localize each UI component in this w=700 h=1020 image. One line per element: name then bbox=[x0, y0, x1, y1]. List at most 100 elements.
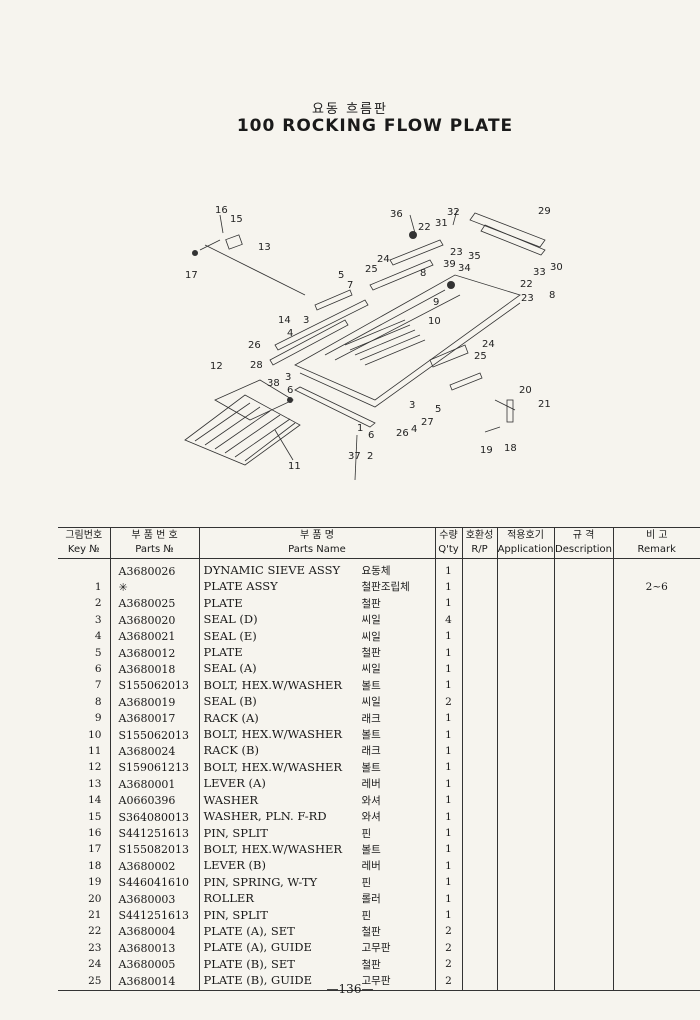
part-number: A3680001 bbox=[110, 776, 200, 793]
part-name-english: LEVER (A) bbox=[203, 776, 266, 791]
description-cell bbox=[554, 759, 614, 777]
rp-cell bbox=[462, 563, 498, 580]
key-number: 22 bbox=[58, 923, 111, 941]
part-name-english: PLATE bbox=[203, 595, 243, 610]
part-number: A3680014 bbox=[110, 973, 200, 991]
callout-label: 33 bbox=[533, 267, 546, 278]
application-cell bbox=[497, 956, 555, 974]
callout-label: 6 bbox=[368, 430, 374, 441]
key-number: 18 bbox=[58, 858, 111, 875]
application-cell bbox=[497, 973, 555, 991]
part-name-korean: 와셔 bbox=[361, 811, 381, 824]
rp-cell bbox=[462, 874, 498, 892]
remark bbox=[613, 612, 700, 628]
callout-label: 22 bbox=[520, 279, 533, 290]
rp-cell bbox=[462, 645, 498, 662]
part-name-korean: 요동체 bbox=[361, 565, 391, 577]
quantity: 1 bbox=[435, 743, 463, 760]
description-cell bbox=[554, 579, 614, 596]
callout-label: 37 bbox=[348, 451, 361, 462]
part-name-english: BOLT, HEX.W/WASHER bbox=[203, 759, 343, 774]
callout-label: 9 bbox=[433, 297, 439, 308]
remark bbox=[613, 645, 700, 661]
remark bbox=[613, 760, 700, 776]
quantity: 1 bbox=[435, 563, 463, 580]
part-name-english: WASHER bbox=[203, 792, 259, 807]
part-number: S446041610 bbox=[110, 874, 200, 892]
part-number: A3680013 bbox=[110, 940, 200, 957]
key-number: 6 bbox=[58, 661, 111, 678]
application-cell bbox=[497, 677, 555, 695]
remark bbox=[613, 940, 700, 956]
part-name-korean: 씨일 bbox=[361, 614, 381, 627]
rp-cell bbox=[462, 841, 498, 859]
description-cell bbox=[554, 841, 614, 859]
description-cell bbox=[554, 923, 614, 941]
remark bbox=[613, 793, 700, 809]
callout-label: 4 bbox=[411, 424, 417, 435]
callout-label: 12 bbox=[210, 361, 223, 372]
page-title-english: 100 ROCKING FLOW PLATE bbox=[236, 116, 514, 136]
part-name: RACK (A)래크 bbox=[199, 710, 436, 728]
application-cell bbox=[497, 661, 555, 678]
callout-label: 5 bbox=[338, 270, 344, 281]
part-name-english: PLATE bbox=[203, 645, 243, 660]
part-name-korean: 레버 bbox=[361, 778, 381, 791]
part-number: ✳ bbox=[110, 579, 200, 596]
application-cell bbox=[497, 579, 555, 596]
description-cell bbox=[554, 710, 614, 728]
part-name-english: PLATE (A), SET bbox=[203, 923, 295, 938]
part-number: A0660396 bbox=[110, 792, 200, 810]
callout-label: 35 bbox=[468, 251, 481, 262]
remark: 2~6 bbox=[645, 580, 668, 593]
quantity: 1 bbox=[435, 727, 463, 744]
description-cell bbox=[554, 595, 614, 613]
description-cell bbox=[554, 973, 614, 991]
callout-label: 16 bbox=[215, 205, 228, 216]
key-number: 23 bbox=[58, 940, 111, 957]
rp-cell bbox=[462, 743, 498, 760]
key-number: 1 bbox=[58, 579, 111, 596]
part-name-korean: 롤러 bbox=[361, 893, 381, 906]
part-name-english: RACK (A) bbox=[203, 710, 259, 725]
callout-label: 10 bbox=[428, 316, 441, 327]
quantity: 1 bbox=[435, 858, 463, 875]
key-number: 11 bbox=[58, 743, 111, 760]
description-cell bbox=[554, 776, 614, 793]
part-name-korean: 씨일 bbox=[361, 630, 381, 643]
callout-label: 25 bbox=[474, 351, 487, 362]
part-number: A3680012 bbox=[110, 645, 200, 662]
callout-label: 26 bbox=[248, 340, 261, 351]
application-cell bbox=[497, 612, 555, 629]
key-number: 9 bbox=[58, 710, 111, 728]
key-number: 21 bbox=[58, 907, 111, 924]
remark bbox=[613, 596, 700, 612]
part-name-english: PLATE ASSY bbox=[203, 579, 278, 594]
quantity: 1 bbox=[435, 825, 463, 842]
part-name: SEAL (D)씨일 bbox=[199, 612, 436, 629]
key-number bbox=[58, 563, 111, 580]
part-name-english: SEAL (B) bbox=[203, 694, 257, 709]
part-number: A3680017 bbox=[110, 710, 200, 728]
quantity: 1 bbox=[435, 792, 463, 810]
